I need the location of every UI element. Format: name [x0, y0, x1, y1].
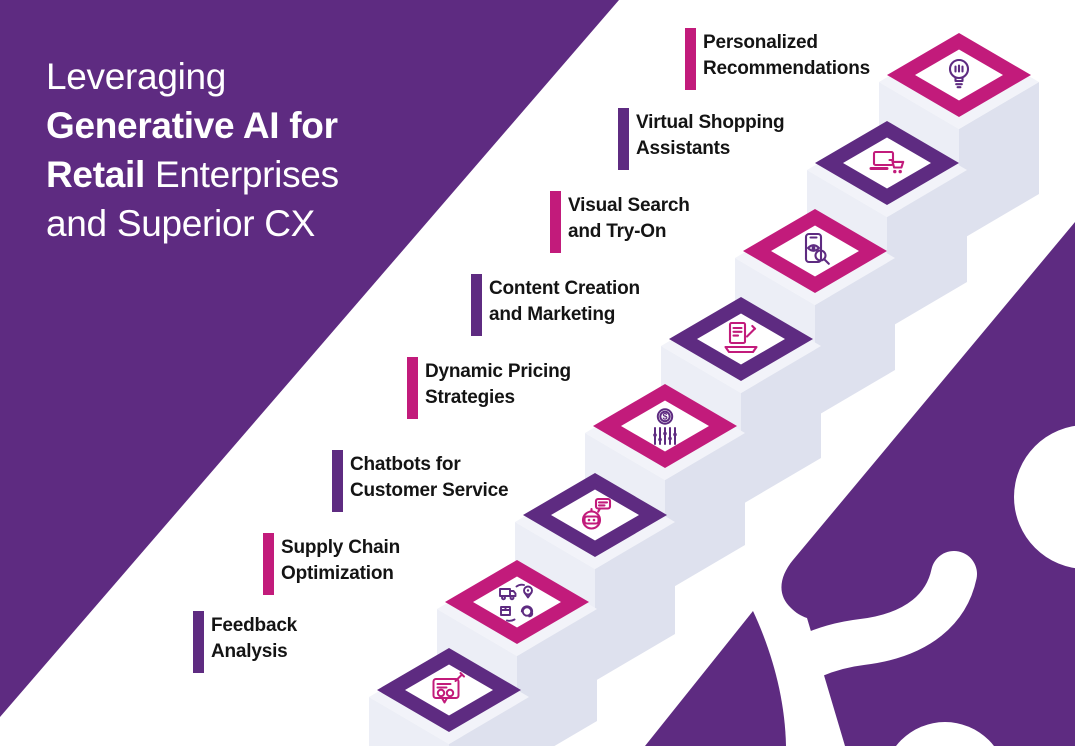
virtual-shopping-icon — [869, 150, 905, 174]
lightbulb-icon — [948, 58, 970, 89]
dynamic-pricing-icon: $ — [653, 408, 677, 445]
title-line-4: and Superior CX — [46, 203, 316, 244]
title-line-3: Retail Enterprises — [46, 150, 476, 199]
background-wedge — [0, 0, 619, 717]
chatbot-icon — [581, 497, 612, 530]
step-supply-chain-optimization — [437, 560, 597, 746]
title-line-1: Leveraging — [46, 56, 227, 97]
step-visual-search-try-on — [735, 209, 895, 417]
label-dynamic-pricing-strategies: Dynamic Pricing Strategies — [425, 361, 571, 408]
step-content-creation-marketing — [661, 297, 821, 505]
title-line-3-bold: Retail — [46, 154, 145, 195]
label-personalized-recommendations: Personalized Recommendations — [703, 32, 870, 79]
bar-personalized-recommendations — [685, 28, 696, 90]
step-virtual-shopping-assistants — [807, 121, 967, 329]
decor-triangle — [645, 611, 786, 746]
label-feedback-analysis: Feedback Analysis — [211, 615, 298, 662]
title-line-3-regular: Enterprises — [144, 154, 339, 195]
feedback-analysis-icon — [432, 672, 465, 704]
bar-chatbots-customer-service — [332, 450, 343, 512]
label-chatbots-customer-service: Chatbots for Customer Service — [350, 454, 509, 501]
title-line-2: Generative AI for — [46, 105, 338, 146]
decor-band — [781, 222, 1075, 746]
step-chatbots-customer-service — [515, 473, 675, 681]
decor-bottom-cutout — [896, 722, 994, 746]
content-creation-icon — [724, 321, 758, 354]
bar-feedback-analysis — [193, 611, 204, 673]
decor-circle-cutout — [1014, 425, 1075, 569]
step-dynamic-pricing-strategies: $ — [585, 384, 745, 592]
bar-virtual-shopping-assistants — [618, 108, 629, 170]
label-virtual-shopping-assistants: Virtual Shopping Assistants — [636, 112, 785, 159]
visual-search-icon — [804, 232, 830, 265]
label-supply-chain-optimization: Supply Chain Optimization — [281, 537, 400, 584]
supply-chain-icon — [499, 583, 534, 622]
svg-text:$: $ — [662, 412, 667, 422]
bar-content-creation-marketing — [471, 274, 482, 336]
bar-dynamic-pricing-strategies — [407, 357, 418, 419]
bar-supply-chain-optimization — [263, 533, 274, 595]
page-title: Leveraging Generative AI for Retail Ente… — [46, 52, 476, 248]
step-feedback-analysis — [369, 648, 529, 746]
bar-visual-search-try-on — [550, 191, 561, 253]
step-personalized-recommendations — [879, 33, 1039, 241]
label-visual-search-try-on: Visual Search and Try-On — [568, 195, 690, 242]
label-content-creation-marketing: Content Creation and Marketing — [489, 278, 640, 325]
